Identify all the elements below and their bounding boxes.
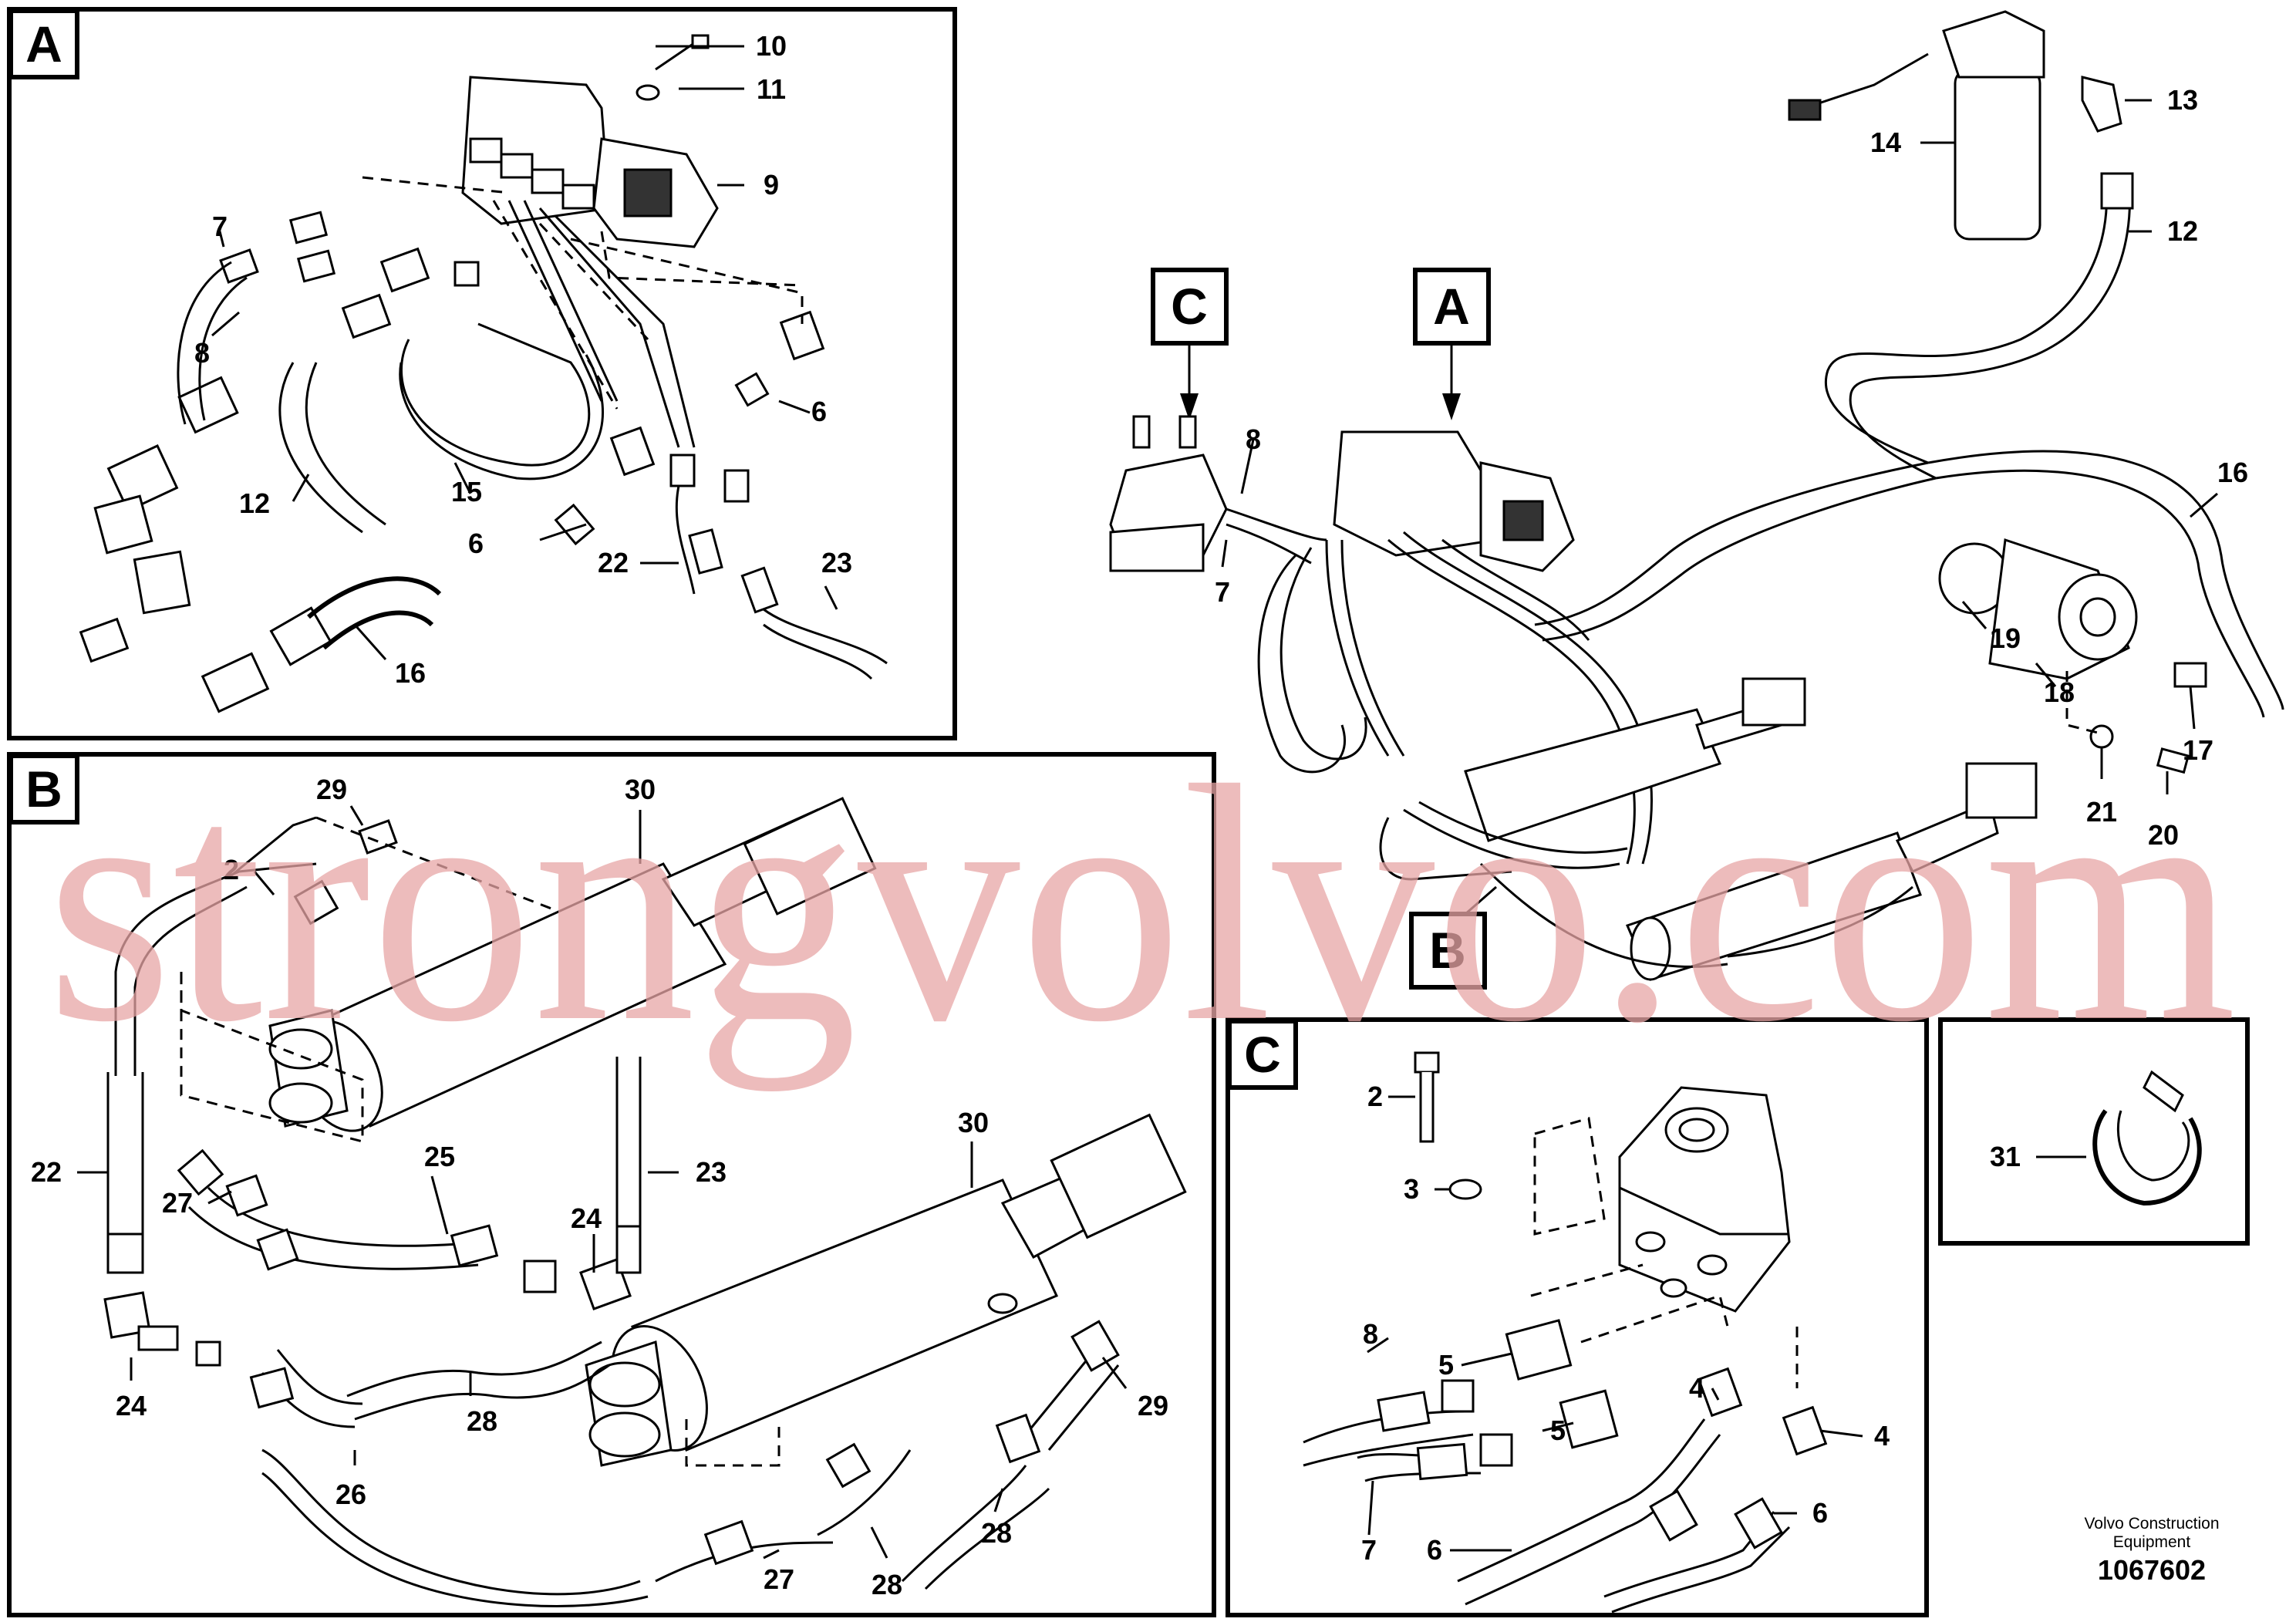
callout-ov-8: 8 <box>1246 423 1261 455</box>
overview-tag-b-box <box>1409 912 1487 990</box>
callout-c-7: 7 <box>1361 1534 1377 1566</box>
callout-b-27: 27 <box>162 1187 193 1219</box>
control-valve <box>461 76 719 248</box>
callout-a-6b: 6 <box>468 528 484 559</box>
callout-b-28c: 28 <box>981 1517 1012 1549</box>
callout-a-15: 15 <box>451 476 482 508</box>
callout-a-10: 10 <box>756 30 787 62</box>
callout-c-8: 8 <box>1363 1318 1378 1350</box>
callout-ov-13: 13 <box>2167 84 2198 116</box>
motor <box>1938 538 2138 680</box>
callout-a-8: 8 <box>194 337 210 369</box>
callout-ov-17: 17 <box>2183 734 2213 766</box>
callout-detail-31: 31 <box>1990 1141 2021 1172</box>
callout-b-2: 2 <box>224 854 239 885</box>
overview-tag-c-box <box>1151 268 1229 346</box>
footer-company-line2: Equipment <box>2113 1533 2191 1551</box>
callout-b-27b: 27 <box>764 1563 794 1595</box>
detail-frame <box>1938 1017 2250 1246</box>
callout-ov-19: 19 <box>1990 622 2021 654</box>
callout-c-6b: 6 <box>1812 1497 1828 1529</box>
overview-tag-a: A <box>1433 278 1470 335</box>
panel-b-letter-box <box>8 754 79 824</box>
panel-a-fittings <box>79 211 825 713</box>
callout-b-24: 24 <box>571 1202 602 1234</box>
callout-ov-20: 20 <box>2148 819 2179 851</box>
upper-cylinder <box>268 797 877 1132</box>
callout-c-5: 5 <box>1438 1349 1454 1381</box>
callout-c-4b: 4 <box>1874 1420 1890 1452</box>
overview-cylinders <box>1379 677 2038 981</box>
panel-a-letter: A <box>25 15 62 73</box>
panel-c: C <box>1226 1017 1929 1617</box>
callout-b-29b: 29 <box>1138 1390 1168 1421</box>
callout-c-3: 3 <box>1404 1173 1419 1205</box>
callout-b-30: 30 <box>625 774 656 805</box>
callout-ov-12: 12 <box>2167 215 2198 247</box>
callout-b-30b: 30 <box>958 1107 989 1138</box>
callout-a-11: 11 <box>757 73 786 105</box>
callout-a-9: 9 <box>764 169 779 201</box>
panel-b-frame <box>7 752 1216 1617</box>
callout-b-28: 28 <box>467 1405 497 1437</box>
callout-a-23: 23 <box>821 547 852 578</box>
overview-tag-c: C <box>1171 278 1208 335</box>
overview-tag-b: B <box>1429 922 1466 979</box>
callout-b-22: 22 <box>31 1156 62 1188</box>
callout-a-12: 12 <box>239 487 270 519</box>
callout-ov-21: 21 <box>2086 796 2117 828</box>
callout-ov-18: 18 <box>2044 676 2075 708</box>
panel-a-letter-box <box>8 8 79 79</box>
callout-b-26: 26 <box>335 1479 366 1510</box>
detail-clamp: 31 <box>1938 1017 2250 1246</box>
overview-valve <box>1333 430 1575 572</box>
overview-tag-a-box <box>1413 268 1491 346</box>
callout-a-22: 22 <box>598 547 629 578</box>
callout-a-7: 7 <box>212 211 228 242</box>
footer: Volvo Construction Equipment 1067602 <box>2084 1515 2219 1586</box>
callout-b-23: 23 <box>696 1156 727 1188</box>
lower-cylinder <box>585 1113 1187 1467</box>
overview-block-c <box>1109 415 1228 572</box>
panel-b: B <box>7 752 1216 1617</box>
callout-b-24b: 24 <box>116 1390 147 1421</box>
callout-b-28b: 28 <box>872 1569 902 1600</box>
panel-c-frame <box>1226 1017 1929 1617</box>
callout-c-4: 4 <box>1689 1372 1704 1404</box>
callout-b-25: 25 <box>424 1141 455 1172</box>
footer-company-line1: Volvo Construction <box>2084 1515 2219 1533</box>
panel-c-letter-box <box>1227 1019 1298 1090</box>
watermark: strongvolvo.com <box>46 717 2237 1092</box>
filter <box>1788 10 2122 241</box>
callout-ov-16: 16 <box>2217 457 2248 488</box>
callout-ov-7: 7 <box>1215 576 1230 608</box>
steering-unit <box>1618 1086 1791 1313</box>
callout-a-16: 16 <box>395 657 426 689</box>
footer-drawing-number: 1067602 <box>2098 1554 2206 1586</box>
callout-a-6: 6 <box>811 396 827 427</box>
overview-assembly: C A B <box>1109 10 2284 990</box>
panel-a: A <box>7 7 957 740</box>
callout-c-2: 2 <box>1367 1081 1383 1112</box>
callout-b-29: 29 <box>316 774 347 805</box>
panel-b-letter: B <box>25 760 62 818</box>
panel-c-letter: C <box>1244 1026 1281 1083</box>
callout-ov-14: 14 <box>1870 126 1901 158</box>
callout-c-6: 6 <box>1427 1534 1442 1566</box>
callout-c-5b: 5 <box>1550 1415 1566 1446</box>
panel-a-frame <box>7 7 957 740</box>
